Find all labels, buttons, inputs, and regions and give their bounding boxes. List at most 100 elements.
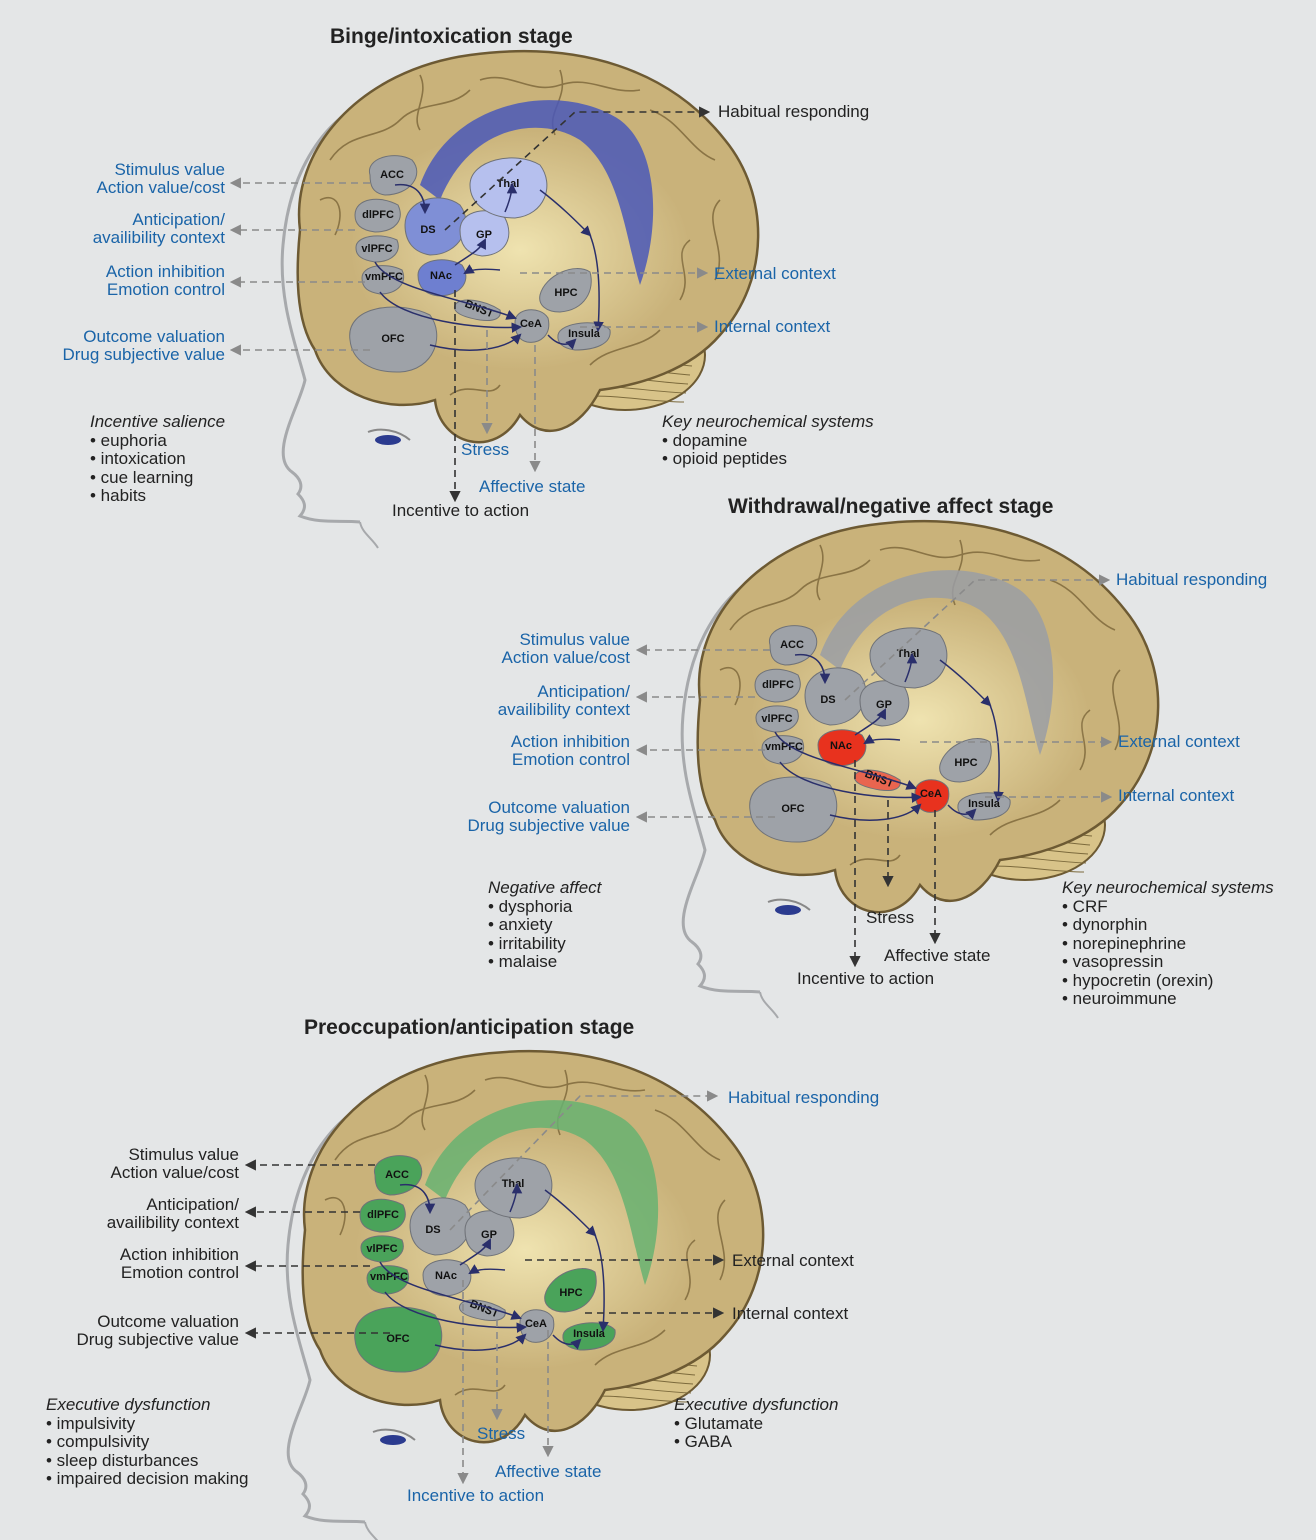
panel-title: Preoccupation/anticipation stage <box>304 1019 634 1037</box>
function-label-line2: Action value/cost <box>370 649 630 667</box>
internal-context-label: Internal context <box>714 318 830 336</box>
list-item: • neuroimmune <box>1062 990 1274 1009</box>
cea-region-label: CeA <box>520 318 542 330</box>
function-label-line1: Stimulus value <box>0 161 225 179</box>
eye-icon <box>375 435 401 445</box>
function-label: Outcome valuationDrug subjective value <box>370 799 630 835</box>
acc-region-label: ACC <box>385 1169 409 1181</box>
list-item: • irritability <box>488 935 601 954</box>
panel-title: Binge/intoxication stage <box>330 28 573 46</box>
function-label-line1: Anticipation/ <box>0 1196 239 1214</box>
dlpfc-region-label: dlPFC <box>367 1209 399 1221</box>
internal-context-label: Internal context <box>732 1305 848 1323</box>
insula-region-label: Insula <box>573 1328 606 1340</box>
function-label: Outcome valuationDrug subjective value <box>0 1313 239 1349</box>
acc-region-label: ACC <box>780 639 804 651</box>
function-label-line1: Action inhibition <box>0 1246 239 1264</box>
feature-list: Executive dysfunction• impulsivity• comp… <box>46 1396 249 1489</box>
function-label-line1: Outcome valuation <box>0 328 225 346</box>
internal-context-label: Internal context <box>1118 787 1234 805</box>
function-label-line2: Drug subjective value <box>370 817 630 835</box>
function-label: Anticipation/availibility context <box>0 1196 239 1232</box>
function-label-line1: Outcome valuation <box>370 799 630 817</box>
stress-label: Stress <box>477 1425 525 1443</box>
insula-region-label: Insula <box>568 328 601 340</box>
neurochemical-list: Key neurochemical systems• CRF• dynorphi… <box>1062 879 1274 1009</box>
function-label-line2: Action value/cost <box>0 1164 239 1182</box>
function-label-line2: Emotion control <box>370 751 630 769</box>
list-item: • dynorphin <box>1062 916 1274 935</box>
panel-title: Withdrawal/negative affect stage <box>728 498 1053 516</box>
hpc-region-label: HPC <box>954 757 977 769</box>
incentive-to-action-label: Incentive to action <box>407 1487 544 1505</box>
function-label-line2: Emotion control <box>0 281 225 299</box>
vlpfc-region-label: vlPFC <box>761 713 792 725</box>
gp-region-label: GP <box>481 1229 497 1241</box>
list-item: • vasopressin <box>1062 953 1274 972</box>
eye-icon <box>380 1435 406 1445</box>
ds-region-label: DS <box>820 694 835 706</box>
list-heading: Key neurochemical systems <box>662 413 874 432</box>
dlpfc-region-label: dlPFC <box>362 209 394 221</box>
list-item: • Glutamate <box>674 1415 838 1434</box>
list-item: • dopamine <box>662 432 874 451</box>
function-label-line2: availibility context <box>0 229 225 247</box>
function-label-line1: Stimulus value <box>0 1146 239 1164</box>
function-label-line1: Stimulus value <box>370 631 630 649</box>
vlpfc-region-label: vlPFC <box>361 243 392 255</box>
list-item: • malaise <box>488 953 601 972</box>
gp-region-label: GP <box>476 229 492 241</box>
function-label: Anticipation/availibility context <box>0 211 225 247</box>
list-heading: Key neurochemical systems <box>1062 879 1274 898</box>
ofc-region-label: OFC <box>386 1333 409 1345</box>
list-item: • anxiety <box>488 916 601 935</box>
external-context-label: External context <box>1118 733 1240 751</box>
ds-region-label: DS <box>425 1224 440 1236</box>
function-label: Stimulus valueAction value/cost <box>0 161 225 197</box>
nac-region-label: NAc <box>830 740 852 752</box>
function-label-line1: Outcome valuation <box>0 1313 239 1331</box>
function-label-line2: Drug subjective value <box>0 346 225 364</box>
insula-region-label: Insula <box>968 798 1001 810</box>
eye-icon <box>775 905 801 915</box>
list-item: • GABA <box>674 1433 838 1452</box>
list-heading: Executive dysfunction <box>46 1396 249 1415</box>
external-context-label: External context <box>732 1252 854 1270</box>
neurochemical-list: Key neurochemical systems• dopamine• opi… <box>662 413 874 469</box>
ds-region-label: DS <box>420 224 435 236</box>
cea-region-label: CeA <box>525 1318 547 1330</box>
function-label-line2: availibility context <box>0 1214 239 1232</box>
incentive-to-action-label: Incentive to action <box>797 970 934 988</box>
function-label-line2: Emotion control <box>0 1264 239 1282</box>
neurochemical-list: Executive dysfunction• Glutamate• GABA <box>674 1396 838 1452</box>
list-item: • hypocretin (orexin) <box>1062 972 1274 991</box>
affective-state-label: Affective state <box>884 947 990 965</box>
list-item: • euphoria <box>90 432 225 451</box>
chin-outline <box>360 522 378 548</box>
ofc-region-label: OFC <box>381 333 404 345</box>
habitual-responding-label: Habitual responding <box>728 1089 879 1107</box>
vlpfc-region-label: vlPFC <box>366 1243 397 1255</box>
function-label-line1: Action inhibition <box>370 733 630 751</box>
acc-region-label: ACC <box>380 169 404 181</box>
list-heading: Negative affect <box>488 879 601 898</box>
feature-list: Incentive salience• euphoria• intoxicati… <box>90 413 225 506</box>
gp-region-label: GP <box>876 699 892 711</box>
stress-label: Stress <box>866 909 914 927</box>
chin-outline <box>760 992 778 1018</box>
function-label: Stimulus valueAction value/cost <box>370 631 630 667</box>
feature-list: Negative affect• dysphoria• anxiety• irr… <box>488 879 601 972</box>
affective-state-label: Affective state <box>479 478 585 496</box>
ofc-region-label: OFC <box>781 803 804 815</box>
habitual-responding-label: Habitual responding <box>718 103 869 121</box>
list-heading: Executive dysfunction <box>674 1396 838 1415</box>
function-label: Anticipation/availibility context <box>370 683 630 719</box>
list-heading: Incentive salience <box>90 413 225 432</box>
nac-region-label: NAc <box>435 1270 457 1282</box>
incentive-to-action-label: Incentive to action <box>392 502 529 520</box>
nac-region-label: NAc <box>430 270 452 282</box>
